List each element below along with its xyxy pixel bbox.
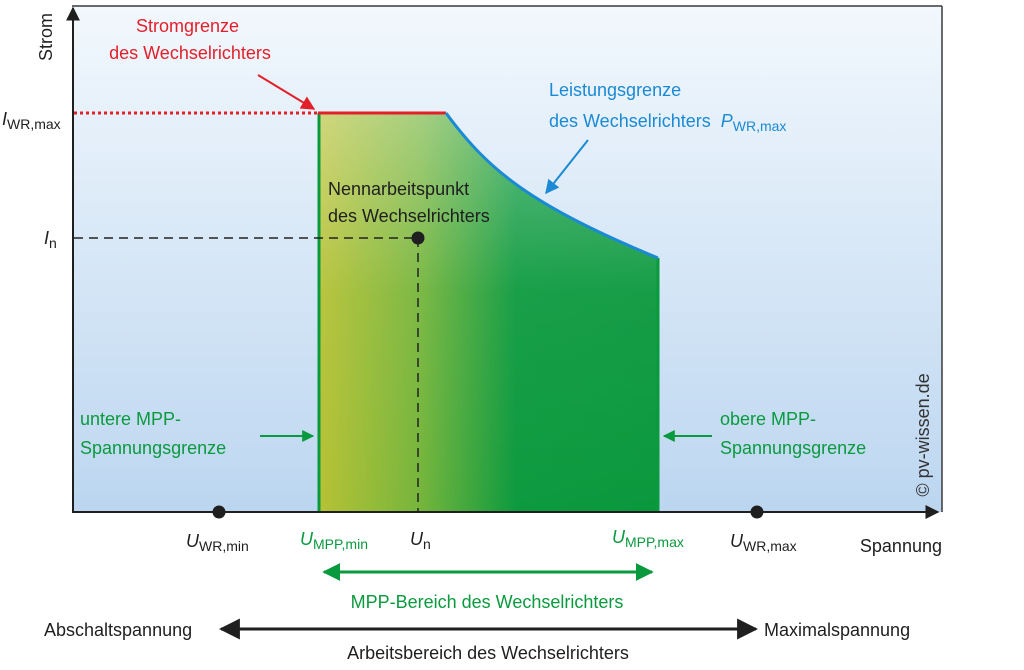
current-limit-arrow [257, 74, 316, 110]
power-limit-curve [444, 112, 659, 260]
u-wr-max-dot [750, 505, 764, 519]
power-limit-label: Leistungsgrenze des Wechselrichters PWR,… [549, 80, 786, 134]
tick-u-mpp-min: UMPP,min [300, 529, 368, 552]
nominal-point-label: Nennarbeitspunkt des Wechselrichters [328, 179, 490, 226]
tick-i-n: In [44, 228, 57, 251]
tick-u-wr-min: UWR,min [186, 531, 249, 554]
u-wr-min-dot [212, 505, 226, 519]
tick-u-wr-max: UWR,max [730, 531, 797, 554]
x-axis-label: Spannung [860, 536, 942, 556]
power-limit-arrow [545, 139, 589, 195]
tick-u-n: Un [410, 529, 431, 552]
current-limit-label: Stromgrenze des Wechselrichters [109, 16, 271, 63]
tick-i-wr-max: IWR,max [2, 109, 61, 132]
operating-range-label: Arbeitsbereich des Wechselrichters [347, 643, 629, 663]
max-voltage-label: Maximalspannung [764, 620, 910, 640]
copyright-label: © pv-wissen.de [913, 373, 933, 496]
tick-u-mpp-max: UMPP,max [612, 527, 684, 550]
lower-mpp-label: untere MPP- Spannungsgrenze [80, 409, 226, 458]
nominal-working-point [411, 231, 425, 245]
upper-mpp-label: obere MPP- Spannungsgrenze [720, 409, 866, 458]
shutdown-voltage-label: Abschaltspannung [44, 620, 192, 640]
mpp-range-label: MPP-Bereich des Wechselrichters [351, 592, 624, 612]
y-axis-label: Strom [36, 13, 56, 61]
mpp-operating-area-highlight [318, 113, 658, 512]
